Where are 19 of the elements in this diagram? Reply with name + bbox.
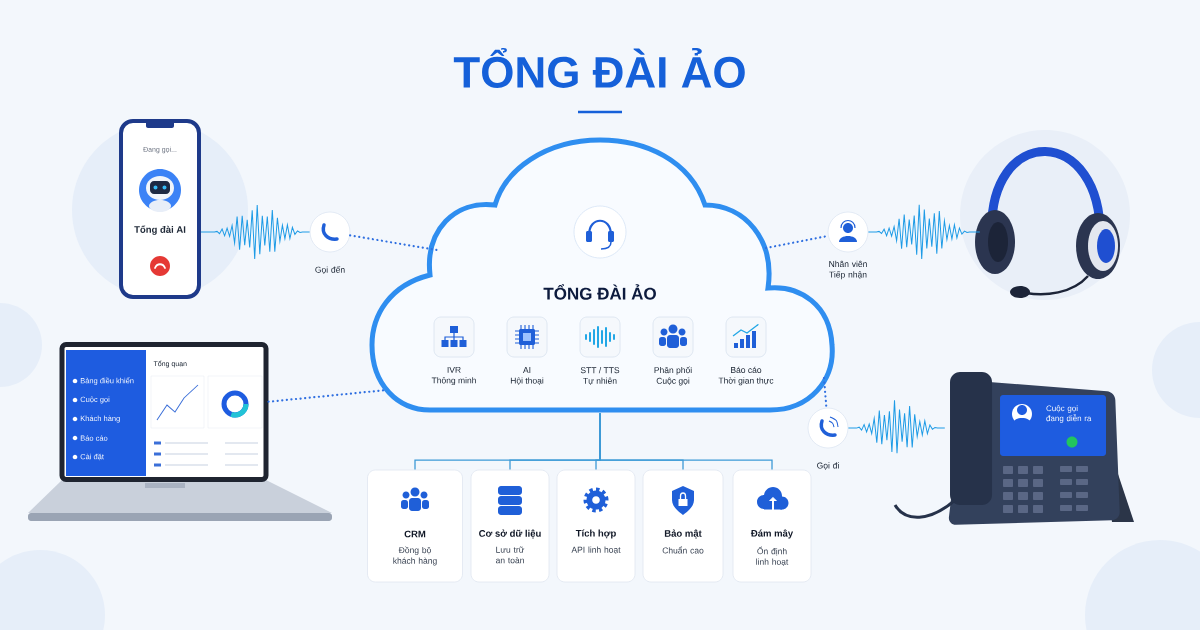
tree-connector xyxy=(599,412,773,471)
headset-drawing xyxy=(960,130,1130,300)
node-label: Gọi đi xyxy=(817,462,839,470)
caller-name: Tổng đài AI xyxy=(134,225,186,235)
feature-tile: Báo cáo Thời gian thực xyxy=(718,316,774,386)
feature-card: Bảo mật Chuẩn cao xyxy=(642,469,724,583)
dotted-connector xyxy=(349,234,439,252)
feature-card: CRM Đồng bộ khách hàng xyxy=(367,469,463,583)
sound-wave-line xyxy=(200,204,311,260)
feature-card: Cơ sở dữ liệu Lưu trữ an toàn xyxy=(470,469,550,583)
title: TỔNG ĐÀI ẢO xyxy=(453,48,745,88)
node-label: Gọi đến xyxy=(315,266,345,274)
feature-tile: STT / TTS Tự nhiên xyxy=(579,316,621,386)
feature-card: Đám mây Ổn định linh hoạt xyxy=(732,469,812,583)
feature-card: Tích hợp API linh hoạt xyxy=(556,469,636,583)
sound-wave-line xyxy=(867,204,981,260)
dotted-connector xyxy=(822,376,828,409)
node-label: Nhân viên Tiếp nhận xyxy=(829,260,867,280)
sound-wave-line xyxy=(847,399,946,454)
